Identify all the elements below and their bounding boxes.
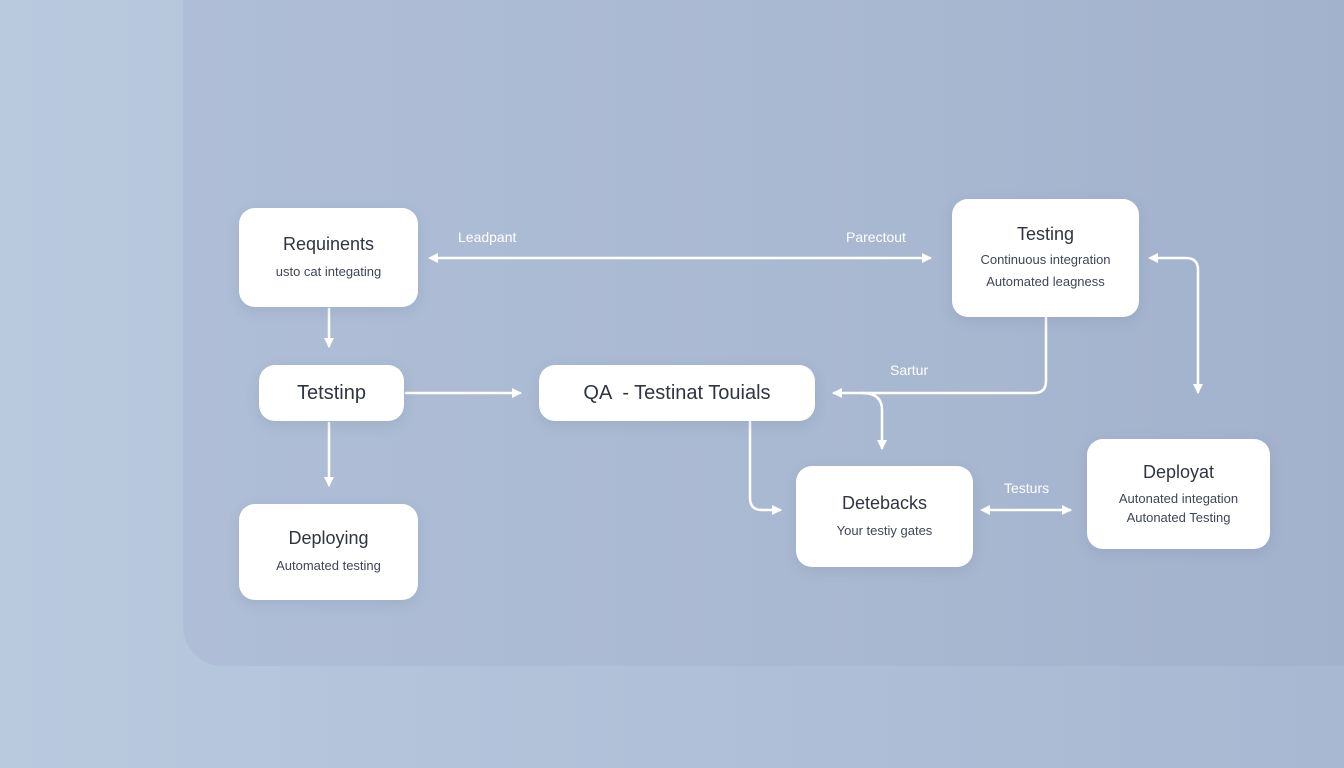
edge-label-leadpant: Leadpant bbox=[458, 229, 517, 245]
node-tetstinp-title: Tetstinp bbox=[297, 381, 366, 404]
node-requirements-sub: usto cat integating bbox=[275, 263, 382, 279]
node-deploying-sub: Automated testing bbox=[276, 558, 381, 573]
node-requirements-title: Requinents bbox=[282, 233, 375, 254]
node-deployat-sub1: Autonated integation bbox=[1118, 491, 1239, 506]
node-tetstinp[interactable]: Tetstinp bbox=[259, 365, 404, 421]
edge-label-parectout: Parectout bbox=[846, 229, 906, 245]
edge-label-testurs: Testurs bbox=[1004, 480, 1050, 496]
node-deploying[interactable]: Deploying Automated testing bbox=[239, 504, 418, 600]
node-testing-top-sub1: Continuous integration bbox=[980, 252, 1111, 267]
node-qa[interactable]: QA - Testinat Touials bbox=[539, 365, 815, 421]
node-qa-title: QA - Testinat Touials bbox=[583, 381, 771, 404]
node-deployat-title: Deployat bbox=[1142, 462, 1215, 482]
edge-label-sartur: Sartur bbox=[890, 362, 929, 378]
node-detebacks[interactable]: Detebacks Your testiy gates bbox=[796, 466, 973, 567]
node-requirements[interactable]: Requinents usto cat integating bbox=[239, 208, 418, 307]
node-deployat-sub2: Autonated Testing bbox=[1126, 510, 1231, 525]
node-testing-top-sub2: Automated leagness bbox=[986, 274, 1105, 289]
node-deploying-title: Deploying bbox=[288, 528, 369, 548]
node-testing-top-title: Testing bbox=[1016, 224, 1075, 244]
node-deployat[interactable]: Deployat Autonated integation Autonated … bbox=[1087, 439, 1270, 549]
node-detebacks-sub: Your testiy gates bbox=[836, 522, 933, 538]
node-detebacks-title: Detebacks bbox=[841, 492, 928, 513]
node-testing-top[interactable]: Testing Continuous integration Automated… bbox=[952, 199, 1139, 317]
